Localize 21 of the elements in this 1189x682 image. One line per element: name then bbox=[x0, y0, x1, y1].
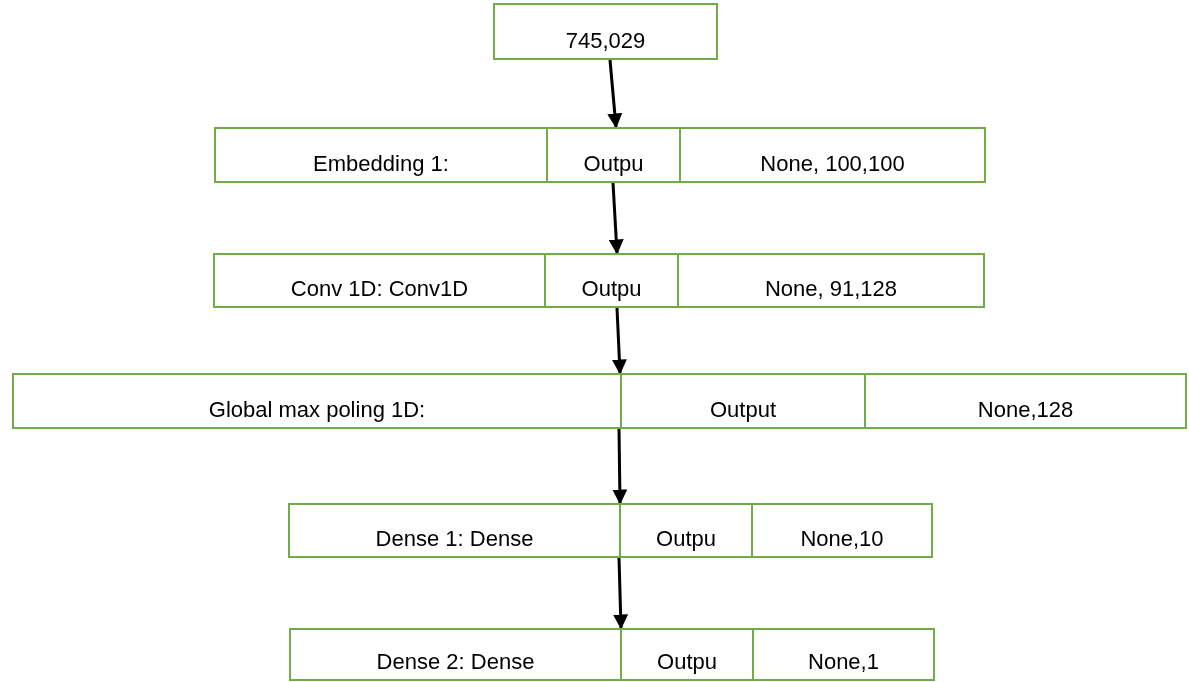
arrow bbox=[607, 59, 623, 129]
layer-table-cell: None,128 bbox=[864, 373, 1187, 429]
layer-table-cell: None, 100,100 bbox=[679, 127, 986, 183]
parameter-count-box: 745,029 bbox=[493, 3, 718, 60]
layer-table-cell: Global max poling 1D: bbox=[12, 373, 622, 429]
layer-table-cell: None, 91,128 bbox=[677, 253, 985, 308]
layer-table-cell: Outpu bbox=[620, 628, 754, 681]
layer-table-cell: Outpu bbox=[546, 127, 681, 183]
arrow bbox=[613, 557, 629, 630]
arrow bbox=[608, 182, 624, 255]
layer-table-cell: Output bbox=[620, 373, 866, 429]
layer-table-cell: Conv 1D: Conv1D bbox=[213, 253, 546, 308]
arrow bbox=[611, 307, 627, 375]
layer-table-cell: None,1 bbox=[752, 628, 935, 681]
layer-table-cell: Outpu bbox=[619, 503, 753, 558]
arrow bbox=[612, 428, 628, 505]
layer-table-cell: Embedding 1: bbox=[214, 127, 548, 183]
layer-table-cell: Outpu bbox=[544, 253, 679, 308]
layer-table-cell: None,10 bbox=[751, 503, 933, 558]
layer-table-cell: Dense 1: Dense bbox=[288, 503, 621, 558]
layer-table-cell: Dense 2: Dense bbox=[289, 628, 622, 681]
